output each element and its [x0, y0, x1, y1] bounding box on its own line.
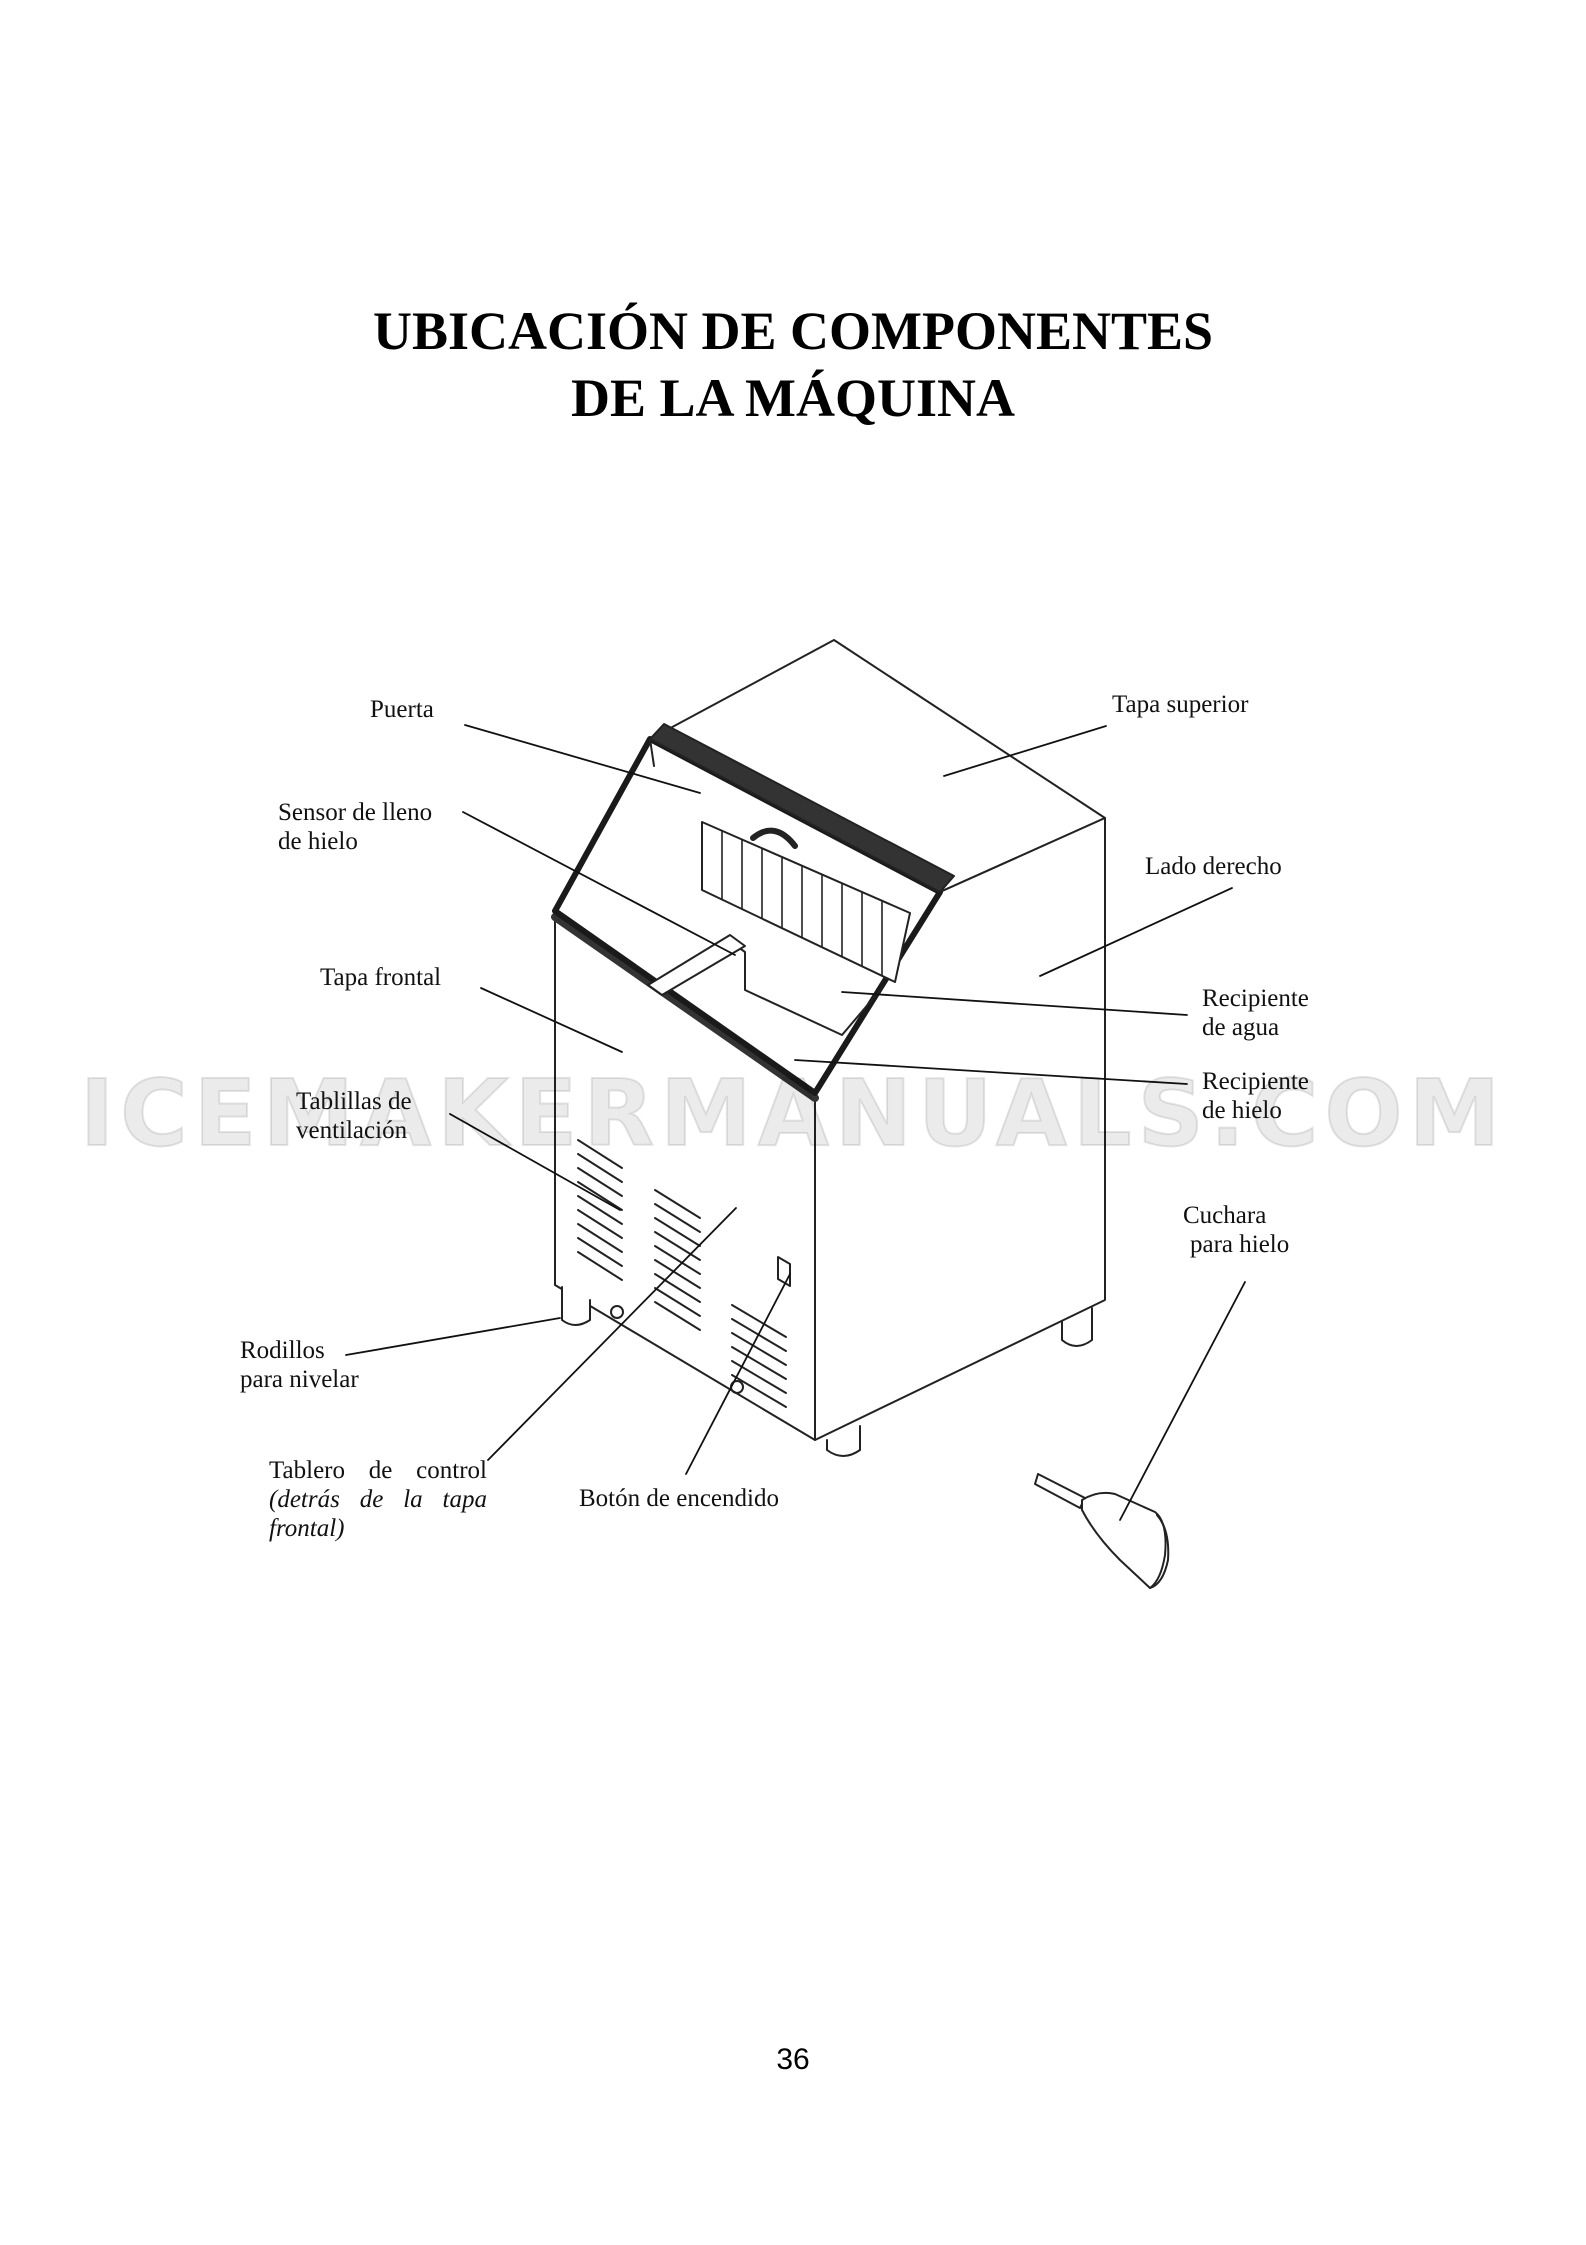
leader-lines — [345, 724, 1246, 1521]
label-recipiente-hielo-line-1: Recipiente — [1202, 1068, 1309, 1095]
label-cuchara-line-1: Cuchara — [1183, 1202, 1267, 1229]
label-rodillos: Rodillos para nivelar — [240, 1336, 359, 1394]
ice-sensor — [647, 934, 746, 996]
door-handle — [750, 827, 798, 849]
label-tablero-line-1: Tablero de control — [269, 1457, 487, 1484]
evaporator-grid — [701, 821, 911, 983]
page-number: 36 — [776, 2043, 810, 2076]
ice-scoop — [1034, 1473, 1170, 1589]
label-tapa-superior: Tapa superior — [1112, 691, 1249, 718]
foot-right — [1061, 1307, 1093, 1347]
label-recipiente-agua-line-1: Recipiente — [1202, 985, 1309, 1012]
watermark: ICEMAKERMANUALS.COM — [79, 1059, 1507, 1168]
label-rodillos-line-1: Rodillos — [240, 1337, 325, 1364]
vent-slats-left — [577, 1139, 623, 1281]
label-tablillas-line-2: ventilación — [296, 1117, 408, 1144]
page-title-line-1: UBICACIÓN DE COMPONENTES — [372, 301, 1214, 361]
label-cuchara-line-2: para hielo — [1190, 1231, 1290, 1258]
label-tablillas: Tablillas de ventilación — [296, 1087, 412, 1145]
label-tapa-frontal: Tapa frontal — [320, 964, 442, 991]
label-sensor-line-2: de hielo — [278, 828, 358, 855]
label-boton: Botón de encendido — [579, 1485, 779, 1512]
foot-left — [561, 1286, 591, 1326]
label-lado-derecho: Lado derecho — [1145, 853, 1282, 880]
vent-slats-middle — [654, 1189, 701, 1331]
label-recipiente-hielo: Recipiente de hielo — [1202, 1067, 1309, 1125]
label-puerta: Puerta — [370, 696, 434, 723]
label-recipiente-agua: Recipiente de agua — [1202, 984, 1309, 1042]
label-tablero-line-3: frontal) — [269, 1515, 345, 1542]
label-tablero: Tablero de control (detrás de la tapa fr… — [269, 1456, 487, 1543]
label-recipiente-agua-line-2: de agua — [1202, 1014, 1280, 1041]
screw-left — [610, 1305, 624, 1319]
label-rodillos-line-2: para nivelar — [240, 1366, 359, 1393]
label-sensor-line-1: Sensor de lleno — [278, 799, 433, 826]
page-title-line-2: DE LA MÁQUINA — [570, 368, 1016, 428]
label-tablero-line-2: (detrás de la tapa — [269, 1486, 487, 1513]
foot-front — [826, 1425, 861, 1457]
label-cuchara: Cuchara para hielo — [1183, 1201, 1289, 1259]
vent-slats-right — [731, 1304, 787, 1408]
label-tablillas-line-1: Tablillas de — [296, 1088, 412, 1115]
label-recipiente-hielo-line-2: de hielo — [1202, 1097, 1282, 1124]
label-sensor: Sensor de lleno de hielo — [278, 798, 432, 856]
